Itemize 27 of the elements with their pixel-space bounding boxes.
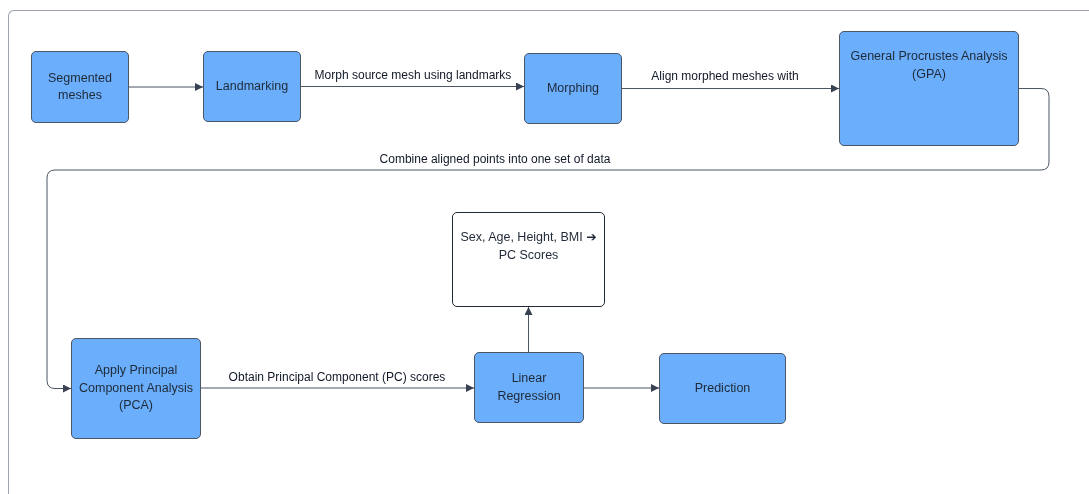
process-box xyxy=(203,51,301,122)
edge-label: Align morphed meshes with xyxy=(649,68,801,83)
box-label: Prediction xyxy=(694,379,751,397)
process-box xyxy=(839,31,1019,146)
box-label: Landmarking xyxy=(215,77,289,95)
process-box xyxy=(524,53,622,124)
process-box xyxy=(71,338,201,439)
arrow xyxy=(300,82,525,91)
edge-label: Obtain Principal Component (PC) scores xyxy=(226,369,448,384)
process-box xyxy=(659,353,786,424)
edge-label: Combine aligned points into one set of data xyxy=(377,151,613,166)
note-box xyxy=(452,212,605,307)
arrow xyxy=(128,83,204,91)
box-label: General Procrustes Analysis (GPA) xyxy=(849,48,1009,83)
process-box xyxy=(31,51,129,123)
box-label: Linear Regression xyxy=(496,370,562,405)
process-box xyxy=(474,352,584,423)
edge-label: Morph source mesh using landmarks xyxy=(312,67,514,82)
box-label: Sex, Age, Height, BMI ➔ PC Scores xyxy=(459,229,598,264)
arrow xyxy=(524,306,533,353)
arrow xyxy=(621,84,840,93)
box-label: Segmented meshes xyxy=(47,69,113,104)
arrow xyxy=(200,384,475,392)
box-label: Apply Principal Component Analysis (PCA) xyxy=(78,362,194,415)
arrow xyxy=(46,88,1050,393)
box-label: Morphing xyxy=(546,79,600,97)
arrow xyxy=(583,384,660,392)
